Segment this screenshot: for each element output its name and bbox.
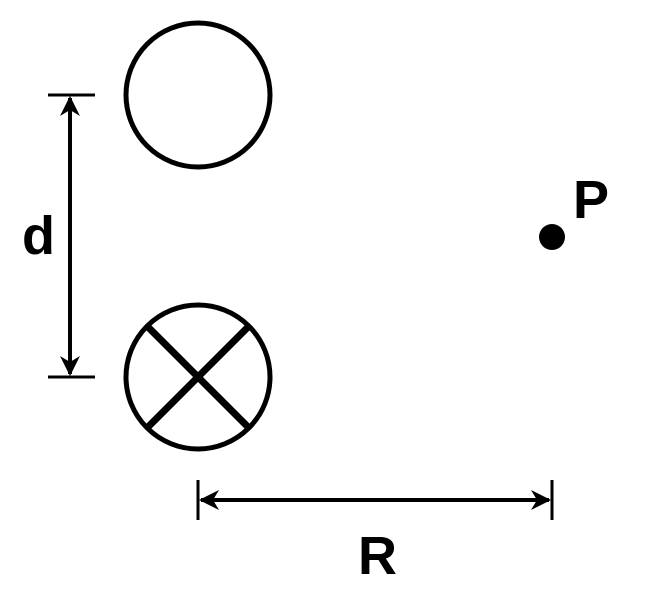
distance-label: R [358, 526, 397, 586]
separation-label: d [22, 206, 55, 266]
point-p-dot [539, 224, 565, 250]
top-wire-circle [123, 20, 273, 170]
separation-dimension [48, 93, 95, 379]
bottom-wire-into-page [123, 302, 273, 452]
distance-dimension [196, 480, 554, 520]
point-label: P [573, 170, 609, 230]
